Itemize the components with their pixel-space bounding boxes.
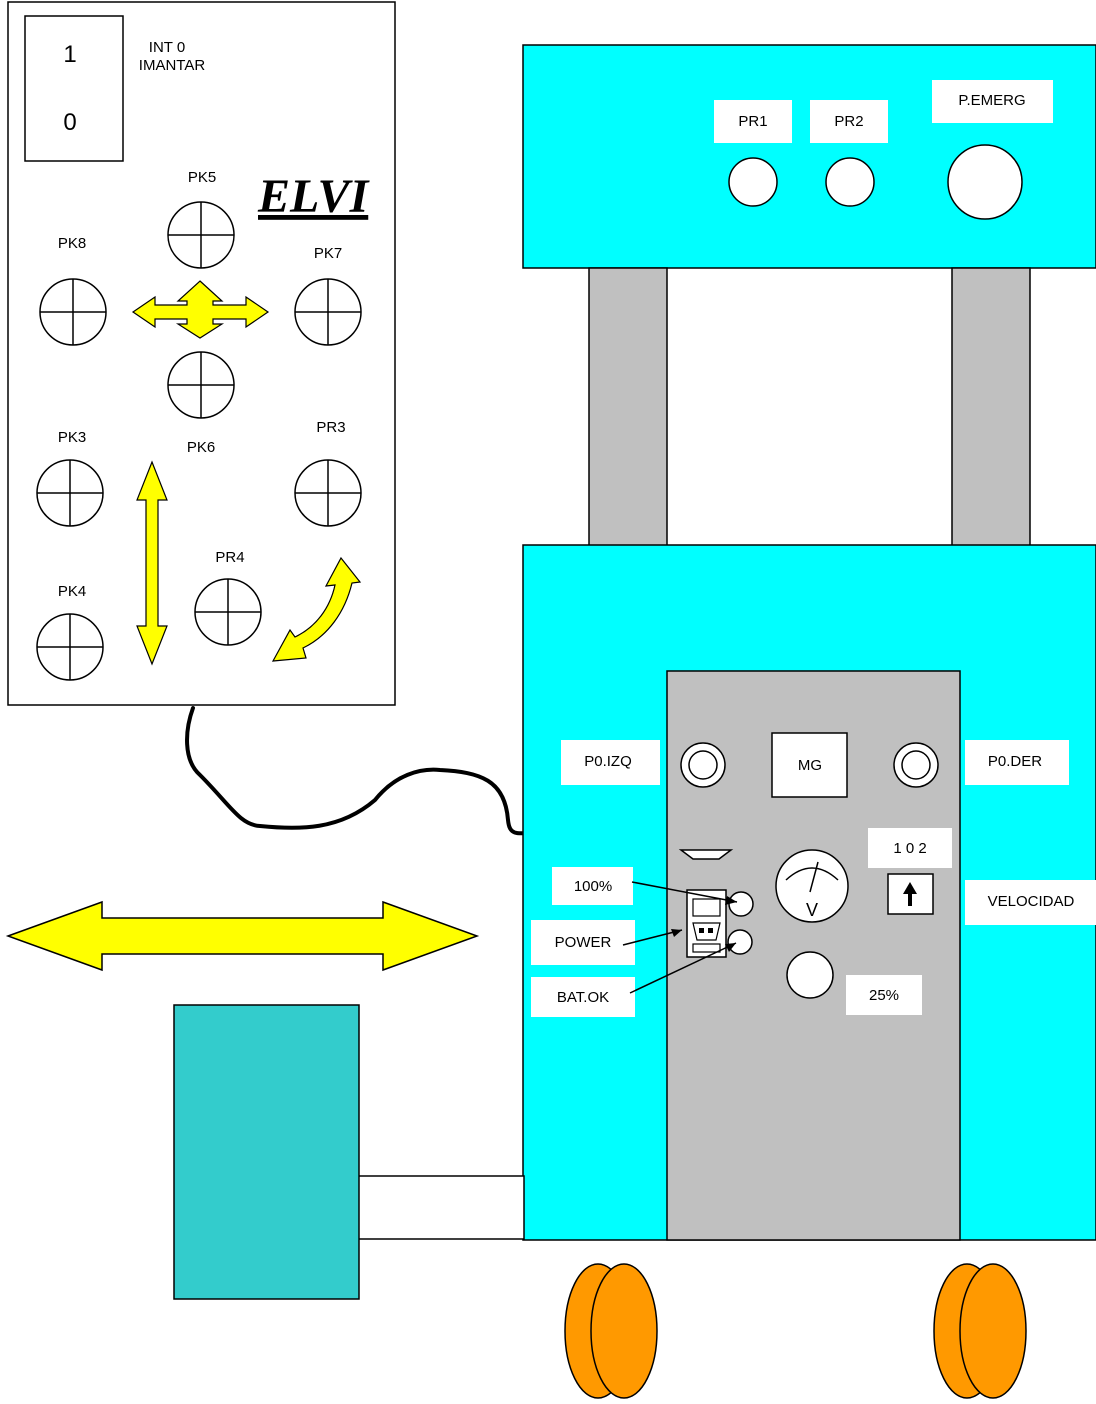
left-column: [588, 267, 668, 547]
pk8-label: PK8: [58, 235, 86, 252]
elvi-logo: ELVI: [257, 170, 371, 223]
magnet-arm: [357, 1175, 525, 1240]
pct-25-label: 25%: [869, 987, 899, 1004]
power-label-box: [531, 920, 635, 965]
imantar-switch[interactable]: [24, 15, 124, 162]
power-label: POWER: [555, 934, 612, 951]
pk5-label: PK5: [188, 169, 216, 186]
emergency-label-box: [932, 80, 1053, 123]
pr4-label: PR4: [215, 549, 244, 566]
switch-title-line2: IMANTAR: [139, 57, 206, 74]
pr2-label: PR2: [834, 113, 863, 130]
selector-positions: 1 0 2: [893, 840, 926, 857]
pct-100-lamp: [728, 891, 754, 917]
right-column: [951, 267, 1031, 547]
bat-ok-label: BAT.OK: [557, 989, 609, 1006]
arrow-up-icon: [903, 882, 917, 906]
pr2-label-box: [810, 100, 888, 143]
switch-on-label: 1: [63, 41, 76, 68]
power-pointer: [622, 929, 683, 946]
pk4-label: PK4: [58, 583, 86, 600]
speed-label-box: [965, 880, 1096, 925]
pr4-button[interactable]: [194, 578, 262, 646]
right-wheel: [933, 1263, 1027, 1399]
pr3-label: PR3: [316, 419, 345, 436]
horizontal-arrow-icon: [5, 900, 480, 972]
speed-selector-switch[interactable]: [887, 873, 934, 915]
pr1-button[interactable]: [728, 157, 778, 207]
vertical-arrow-icon: [136, 460, 168, 666]
pk7-button[interactable]: [294, 278, 362, 346]
voltmeter-label: V: [806, 900, 818, 920]
pr1-label-box: [714, 100, 792, 143]
mg-indicator: [771, 732, 848, 798]
pct-100-pointer: [631, 881, 738, 903]
cable-connector: [678, 849, 734, 860]
pk5-button[interactable]: [167, 201, 235, 269]
power-switch[interactable]: [686, 889, 727, 958]
po-der-label-box: [965, 740, 1069, 785]
left-wheel: [564, 1263, 658, 1399]
pr3-button[interactable]: [294, 459, 362, 527]
po-der-button[interactable]: [893, 742, 939, 788]
po-izq-label-box: [561, 740, 660, 785]
po-der-label: P0.DER: [988, 753, 1042, 770]
pct-25-button[interactable]: [786, 951, 834, 999]
bat-ok-lamp: [727, 929, 753, 955]
speed-label: VELOCIDAD: [988, 893, 1075, 910]
pk7-label: PK7: [314, 245, 342, 262]
emergency-label: P.EMERG: [958, 92, 1025, 109]
pct-100-label: 100%: [574, 878, 612, 895]
pk3-button[interactable]: [36, 459, 104, 527]
pk4-button[interactable]: [36, 613, 104, 681]
emergency-stop-button[interactable]: [947, 144, 1023, 220]
pk6-label: PK6: [187, 439, 215, 456]
switch-title-line1: INT 0: [149, 39, 185, 56]
selector-positions-box: [868, 828, 952, 868]
pct-100-label-box: [552, 867, 633, 905]
four-way-arrow-icon: [131, 280, 270, 339]
pk3-label: PK3: [58, 429, 86, 446]
pk6-button[interactable]: [167, 351, 235, 419]
rotation-arrow-icon: [271, 556, 362, 662]
pk8-button[interactable]: [39, 278, 107, 346]
bat-ok-pointer: [629, 942, 737, 994]
pr1-label: PR1: [738, 113, 767, 130]
pct-25-label-box: [846, 975, 922, 1015]
po-izq-label: P0.IZQ: [584, 753, 632, 770]
po-izq-button[interactable]: [680, 742, 726, 788]
mg-label: MG: [798, 757, 822, 774]
switch-off-label: 0: [63, 109, 76, 136]
bat-ok-label-box: [531, 977, 635, 1017]
pr2-button[interactable]: [825, 157, 875, 207]
voltmeter: V: [775, 849, 849, 923]
lifting-magnet: [173, 1004, 360, 1300]
